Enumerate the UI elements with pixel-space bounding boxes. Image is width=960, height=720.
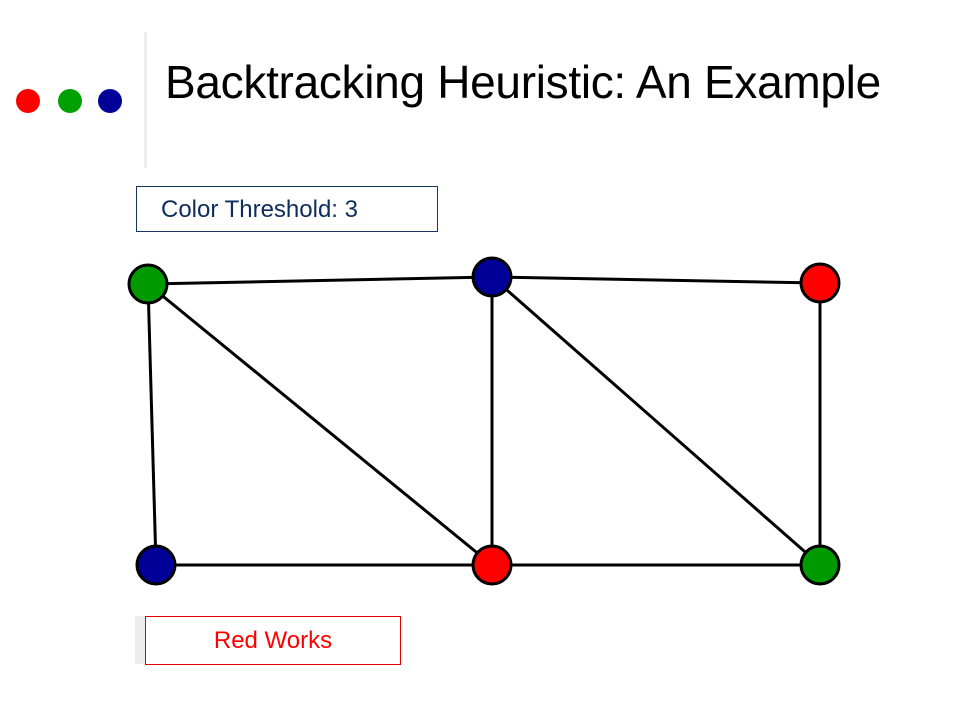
status-tab [135, 616, 145, 664]
graph-edge-top-left-to-bottom-middle [147, 282, 493, 567]
logo-dots [16, 89, 126, 113]
green-dot-icon [58, 89, 82, 113]
graph-edge-top-left-to-bottom-left [146, 283, 158, 566]
graph-node-top-right [799, 262, 841, 304]
status-label: Red Works [213, 627, 333, 654]
status-box: Red Works [145, 616, 401, 665]
graph-node-bottom-left [135, 544, 177, 586]
red-dot-icon [16, 89, 40, 113]
color-threshold-box: Color Threshold: 3 [136, 186, 438, 232]
graph-node-bottom-middle [471, 544, 513, 586]
color-threshold-label: Color Threshold: 3 [161, 196, 358, 223]
graph-node-top-left [127, 263, 169, 305]
graph-edge-top-middle-to-bottom-right [491, 275, 821, 567]
graph-edges [146, 275, 822, 567]
graph-edge-top-left-to-top-middle [147, 275, 493, 286]
graph-nodes [127, 256, 841, 586]
graph-node-top-middle [471, 256, 513, 298]
page-title: Backtracking Heuristic: An Example [165, 56, 881, 108]
title-divider [144, 32, 147, 168]
graph-edge-top-middle-to-top-right [491, 275, 821, 285]
graph-node-bottom-right [799, 544, 841, 586]
blue-dot-icon [98, 89, 122, 113]
